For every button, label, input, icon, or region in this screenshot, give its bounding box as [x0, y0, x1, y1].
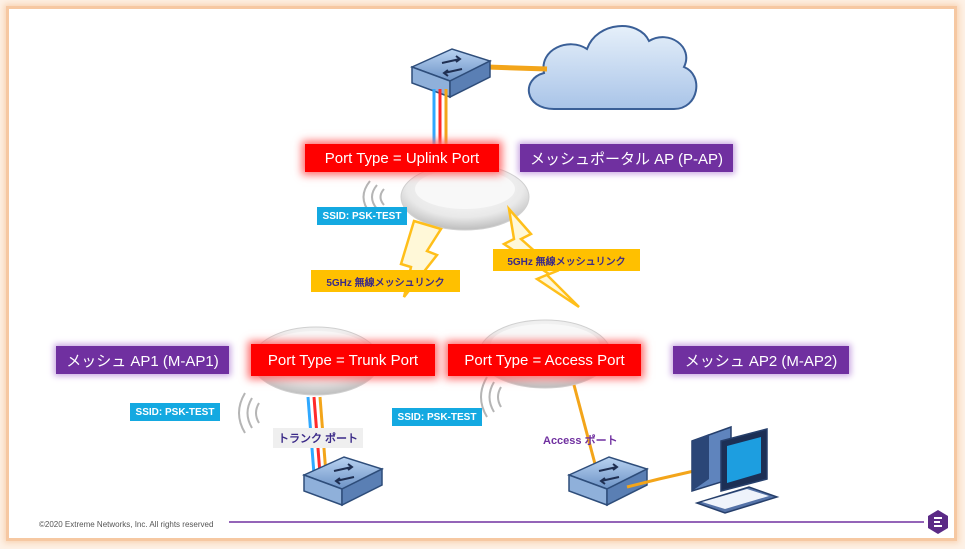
network-switch-icon — [410, 48, 492, 99]
computer-cable — [626, 469, 695, 489]
uplink-port-label: Port Type = Uplink Port — [305, 144, 499, 172]
ssid-label-mid: SSID: PSK-TEST — [392, 408, 482, 426]
ssid-label-left: SSID: PSK-TEST — [130, 403, 220, 421]
trunk-port-caption: トランク ポート — [273, 428, 364, 448]
trunk-port-label: Port Type = Trunk Port — [251, 344, 435, 376]
network-diagram — [229, 25, 948, 534]
access-point-icon — [400, 163, 530, 231]
extreme-networks-logo — [928, 510, 948, 534]
desktop-computer-icon — [691, 425, 780, 514]
copyright-footer: ©2020 Extreme Networks, Inc. All rights … — [39, 520, 214, 529]
wifi-signal-icon — [480, 376, 502, 418]
slide-frame: Port Type = Uplink Port メッシュポータル AP (P-A… — [6, 6, 957, 541]
ssid-label-top: SSID: PSK-TEST — [317, 207, 407, 225]
portal-ap-label: メッシュポータル AP (P-AP) — [520, 144, 733, 172]
switch-cloud-link — [486, 64, 548, 72]
uplink-cables — [432, 89, 448, 149]
mesh-link-right-label: 5GHz 無線メッシュリンク — [493, 249, 640, 271]
cloud-icon — [527, 25, 698, 110]
access-port-caption: Access ポート — [543, 435, 618, 447]
mesh-link-left-label: 5GHz 無線メッシュリンク — [311, 270, 460, 292]
access-port-label: Port Type = Access Port — [448, 344, 641, 376]
mesh-ap1-label: メッシュ AP1 (M-AP1) — [56, 346, 229, 374]
mesh-ap2-label: メッシュ AP2 (M-AP2) — [673, 346, 849, 374]
network-switch-icon — [567, 456, 649, 507]
network-switch-icon — [302, 456, 384, 507]
wifi-signal-icon — [238, 392, 260, 434]
